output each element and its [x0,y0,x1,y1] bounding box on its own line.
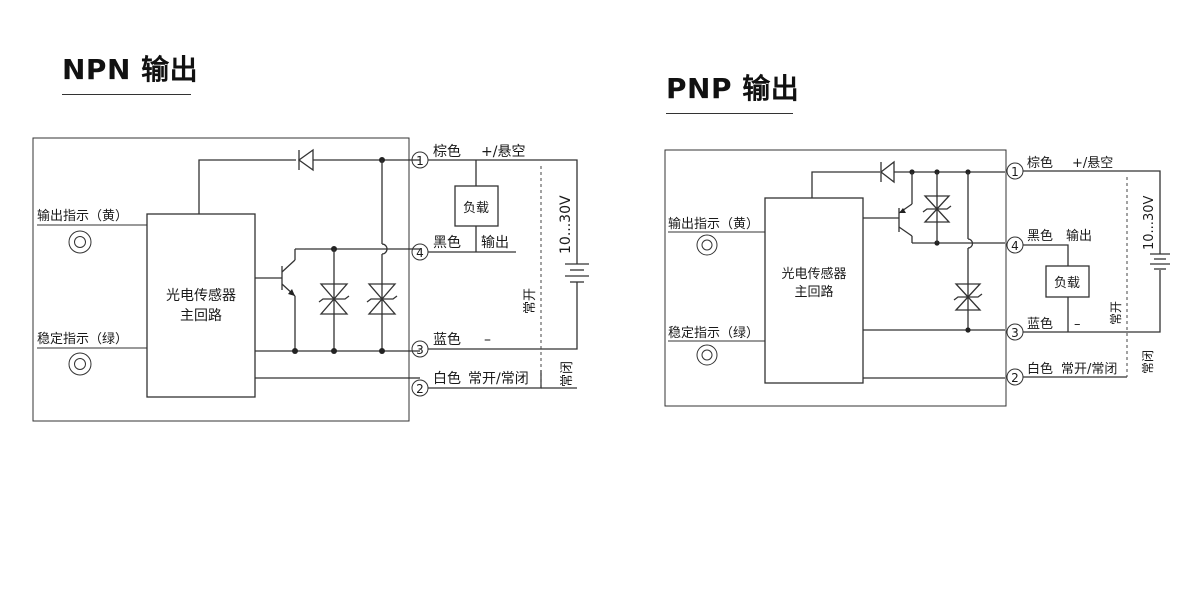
npn-pin-4: 4 [408,243,429,261]
npn-title: NPN 输出 [62,53,199,86]
pnp-output-transistor [863,203,913,237]
npn-pin-1-color: 棕色 [433,143,461,160]
npn-no-label: 常开 [523,288,538,314]
npn-pin-2: 2 [408,377,429,397]
pnp-nc-label: 常闭 [1141,350,1155,374]
npn-sensor-housing [32,137,410,422]
npn-nc-label: 常闭 [560,361,575,387]
npn-output-indicator-label: 输出指示（黄） [37,208,128,224]
pnp-main-circuit-label-1: 光电传感器 [781,266,846,282]
npn-pin-1: 1 [408,151,429,169]
pnp-stable-indicator-lamp [696,344,718,366]
npn-zener-diode-2 [366,254,398,351]
pnp-main-circuit-label-2: 主回路 [794,284,833,300]
npn-main-circuit-label-1: 光电传感器 [166,287,236,304]
npn-reverse-diode [297,148,314,172]
npn-output-transistor [255,259,296,297]
svg-text:3: 3 [1011,326,1019,340]
pnp-main-circuit-box [764,197,864,384]
npn-zener-diode-1 [318,249,350,351]
svg-text:2: 2 [416,382,424,396]
npn-output-indicator-lamp [68,230,92,254]
npn-load-box [454,185,499,227]
pnp-no-label: 常开 [1109,301,1123,325]
npn-pin-4-color: 黑色 [433,234,461,251]
pnp-sensor-housing [664,149,1007,407]
npn-stable-indicator-label: 稳定指示（绿） [37,331,128,347]
pnp-pin-3-signal: – [1074,317,1081,332]
npn-pin-2-color: 白色 [433,370,461,387]
pnp-zener-diode-1 [922,172,952,243]
pnp-voltage-label: 10...30V [1142,196,1157,250]
pnp-pin-4-signal: 输出 [1066,228,1092,244]
pnp-output-indicator-lamp [696,234,718,256]
pnp-output-indicator-label: 输出指示（黄） [668,216,759,232]
npn-power-supply [565,263,589,288]
pnp-diagram: 光电传感器 主回路 输出指示（黄） 稳定指示（绿） [664,149,1170,407]
pnp-pin-4: 4 [1006,236,1024,254]
pnp-title-underline [666,113,793,114]
pnp-pin-2-signal: 常开/常闭 [1061,362,1117,377]
pnp-pin-4-color: 黑色 [1027,228,1053,244]
svg-text:1: 1 [1011,165,1019,179]
npn-stable-indicator-lamp [68,352,92,376]
pnp-pin-1: 1 [1006,162,1024,180]
npn-pin-4-signal: 输出 [481,235,509,251]
pnp-pin-2: 2 [1006,368,1024,386]
svg-text:4: 4 [416,246,424,260]
npn-title-underline [62,94,191,95]
pnp-pin-2-color: 白色 [1027,361,1053,377]
svg-text:3: 3 [416,343,424,357]
pnp-reverse-diode [879,160,895,184]
npn-pin-2-signal: 常开/常闭 [468,371,529,387]
svg-text:2: 2 [1011,371,1019,385]
svg-text:1: 1 [416,154,424,168]
pnp-pin-1-signal: +/悬空 [1072,156,1113,171]
npn-voltage-label: 10...30V [558,195,574,254]
npn-pin-3-signal: – [484,332,491,348]
pnp-pin-3: 3 [1006,323,1024,341]
npn-diagram: 光电传感器 主回路 输出指示（黄） 稳定指示（绿） [32,137,589,422]
npn-main-circuit-label-2: 主回路 [180,308,222,324]
npn-pin-3-color: 蓝色 [433,331,461,348]
pnp-zener-diode-2 [953,248,983,330]
npn-pin-1-signal: +/悬空 [481,144,525,160]
pnp-title: PNP 输出 [666,72,800,105]
npn-load-label: 负载 [463,201,489,216]
svg-text:4: 4 [1011,239,1019,253]
pnp-power-supply [1150,253,1170,270]
pnp-pin-1-color: 棕色 [1027,155,1053,171]
npn-pin-3: 3 [408,340,429,358]
pnp-load-label: 负载 [1054,276,1080,291]
pnp-load-box [1045,265,1090,298]
npn-main-circuit-box [146,213,256,398]
pnp-pin-3-color: 蓝色 [1027,316,1053,332]
pnp-stable-indicator-label: 稳定指示（绿） [668,325,759,341]
